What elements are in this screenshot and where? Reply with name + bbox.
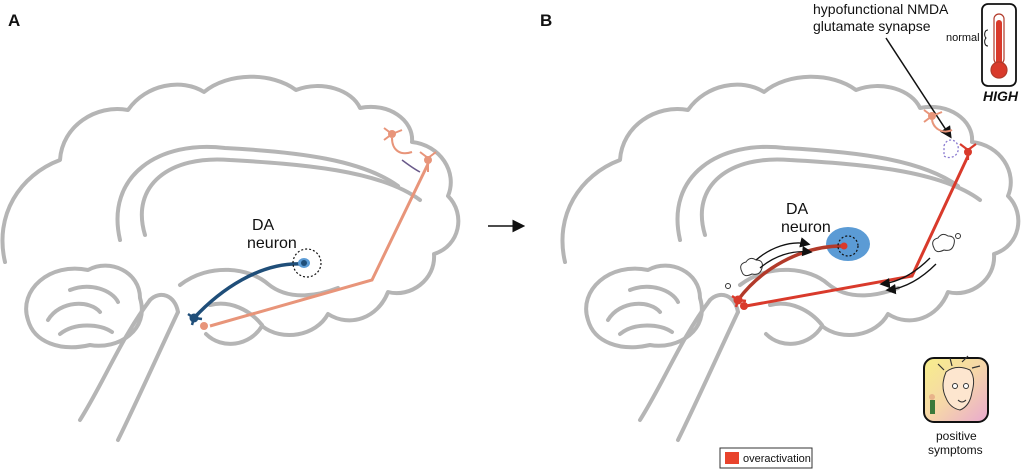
glutamate-projection-b — [745, 155, 970, 308]
synapse-label-line2: glutamate synapse — [813, 18, 931, 34]
da-neuron-label-a-line1: DA — [252, 217, 275, 234]
synapse-label-line1: hypofunctional NMDA — [813, 1, 949, 17]
glutamate-projection-a — [209, 163, 430, 328]
synapse-pointer-arrow — [885, 37, 952, 139]
thermometer-level-label: HIGH — [983, 88, 1019, 104]
panel-b-label: B — [540, 11, 552, 30]
thermometer-normal-label: normal — [946, 32, 980, 44]
da-neuron-a — [187, 248, 322, 326]
release-puffs — [725, 233, 961, 295]
glutamate-terminal-a — [200, 322, 208, 330]
da-neuron-label-b-line1: DA — [786, 201, 809, 218]
da-neuron-label-b-line2: neuron — [781, 219, 831, 236]
da-neuron-label-a-line2: neuron — [247, 235, 297, 252]
da-neuron-b — [731, 227, 870, 308]
panel-a-label: A — [8, 11, 20, 30]
prefrontal-neurons-b — [923, 109, 977, 160]
symptoms-label-line2: symptoms — [928, 443, 983, 457]
positive-symptoms-icon — [923, 355, 989, 423]
glutamate-terminal-b — [740, 302, 748, 310]
symptoms-label-line1: positive — [936, 429, 977, 443]
legend-label: overactivation — [743, 453, 811, 465]
legend-swatch — [725, 452, 739, 464]
legend: overactivation — [719, 447, 813, 469]
thermometer — [981, 3, 1017, 87]
